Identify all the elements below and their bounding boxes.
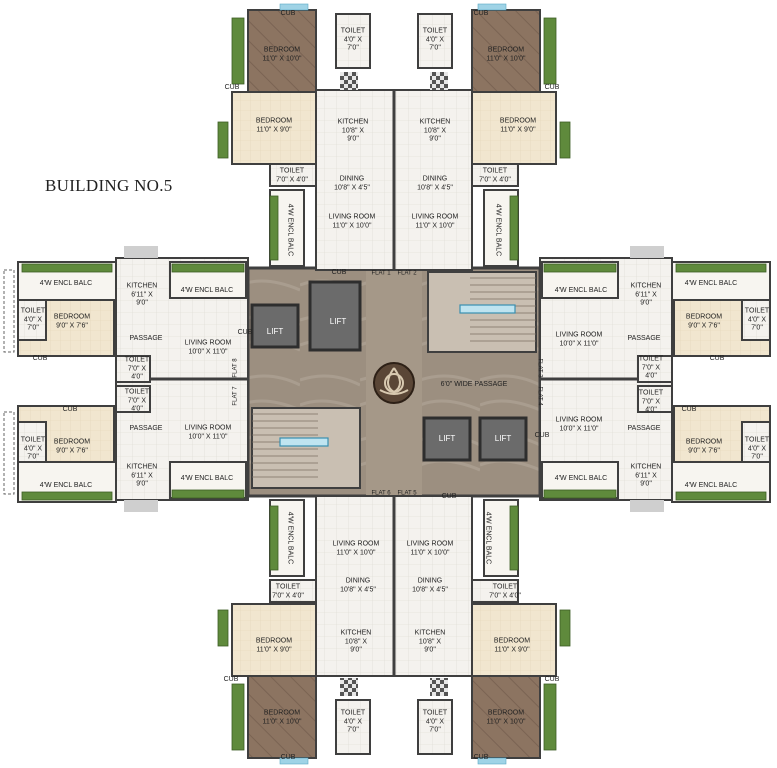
left-toilet-a xyxy=(115,355,151,383)
top-right-toilet-2 xyxy=(417,13,453,69)
planter xyxy=(269,195,279,261)
bottom-left-master-bedroom xyxy=(247,675,317,759)
planter xyxy=(559,121,571,159)
top-left-toilet xyxy=(269,163,317,187)
window xyxy=(477,757,507,765)
left-duct xyxy=(124,246,158,258)
left-ledge xyxy=(3,269,15,353)
planter xyxy=(231,17,245,85)
planter xyxy=(543,489,617,499)
planter xyxy=(171,489,245,499)
top-right-bedroom xyxy=(471,91,557,165)
right-duct xyxy=(630,500,664,512)
planter xyxy=(231,683,245,751)
right-duct xyxy=(630,246,664,258)
top-right-toilet xyxy=(471,163,519,187)
left-ledge xyxy=(3,411,15,495)
bottom-right-bedroom xyxy=(471,603,557,677)
shaft xyxy=(340,678,358,696)
shaft xyxy=(340,72,358,90)
planter xyxy=(559,609,571,647)
planter xyxy=(21,491,113,501)
stair-light xyxy=(279,437,329,447)
planter xyxy=(543,683,557,751)
bottom-right-master-bedroom xyxy=(471,675,541,759)
staircase-bottom xyxy=(251,407,361,489)
lift-shaft xyxy=(250,303,300,349)
top-left-toilet-2 xyxy=(335,13,371,69)
bottom-left-toilet xyxy=(269,579,317,603)
planter xyxy=(217,121,229,159)
planter xyxy=(543,263,617,273)
top-left-master-bedroom xyxy=(247,9,317,93)
planter xyxy=(509,195,519,261)
right-toilet-a xyxy=(637,355,673,383)
right-top-toilet xyxy=(741,299,771,341)
medallion-knot-loops xyxy=(379,367,409,395)
lift-shaft xyxy=(308,280,362,352)
bottom-left-bedroom xyxy=(231,603,317,677)
left-top-toilet xyxy=(17,299,47,341)
left-toilet-b xyxy=(115,385,151,413)
right-toilet-b xyxy=(637,385,673,413)
bottom-left-toilet-2 xyxy=(335,699,371,755)
planter xyxy=(509,505,519,571)
planter xyxy=(217,609,229,647)
lift-shaft xyxy=(478,416,528,462)
planter xyxy=(21,263,113,273)
right-bottom-toilet xyxy=(741,421,771,463)
window xyxy=(477,3,507,11)
planter xyxy=(675,491,767,501)
left-duct xyxy=(124,500,158,512)
left-bottom-toilet xyxy=(17,421,47,463)
planter xyxy=(269,505,279,571)
top-right-master-bedroom xyxy=(471,9,541,93)
bottom-right-toilet xyxy=(471,579,519,603)
stair-light xyxy=(459,304,516,314)
shaft xyxy=(430,678,448,696)
bottom-right-toilet-2 xyxy=(417,699,453,755)
top-left-bedroom xyxy=(231,91,317,165)
building-title: BUILDING NO.5 xyxy=(45,176,173,195)
planter xyxy=(171,263,245,273)
lift-shaft xyxy=(422,416,472,462)
window xyxy=(279,3,309,11)
shaft xyxy=(430,72,448,90)
planter xyxy=(543,17,557,85)
planter xyxy=(675,263,767,273)
window xyxy=(279,757,309,765)
